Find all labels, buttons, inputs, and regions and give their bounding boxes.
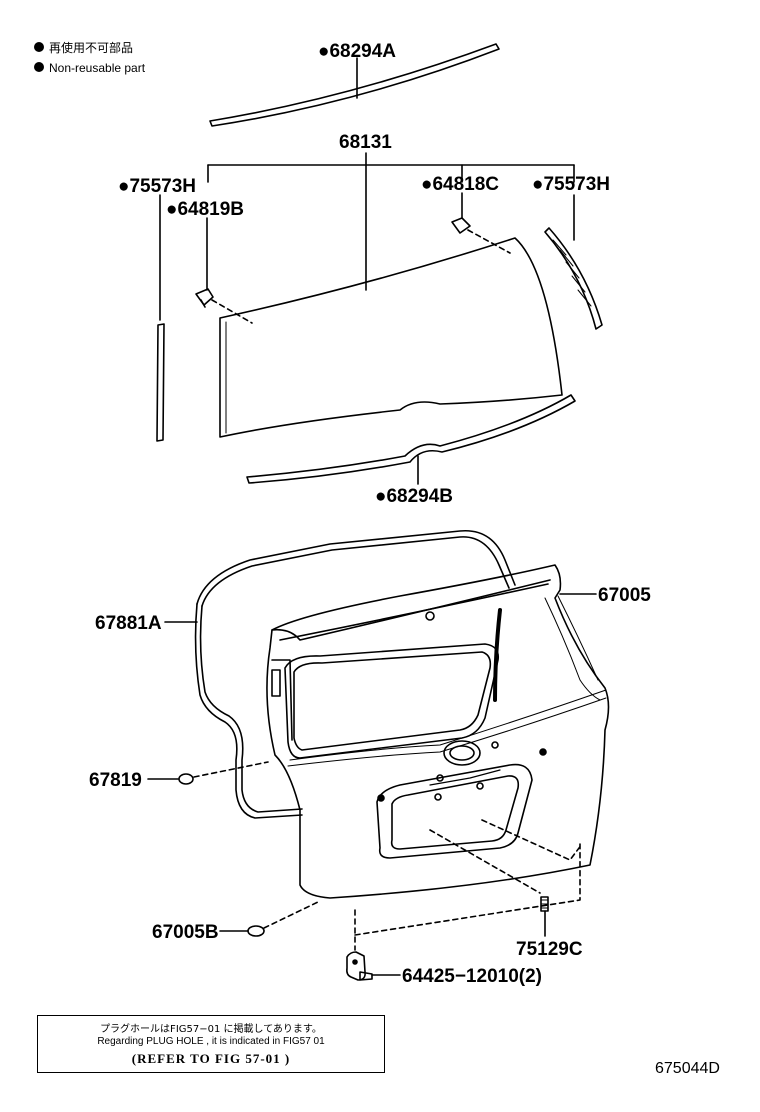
label-64425: 64425−12010(2) <box>402 966 542 987</box>
cushion-75129C <box>540 896 549 912</box>
molding-68294B <box>246 394 576 484</box>
weatherstrip-67881A <box>194 529 516 819</box>
plug-hole-note: プラグホールはFIG57−01 に掲載してあります。 Regarding PLU… <box>37 1015 385 1073</box>
dash-67819 <box>193 761 269 778</box>
dash-75129C <box>429 829 541 894</box>
label-67819: 67819 <box>89 770 142 791</box>
molding-68294A <box>209 43 500 127</box>
label-68131: 68131 <box>339 132 392 153</box>
legend-bullet-jp <box>34 42 44 52</box>
legend-text-jp: 再使用不可部品 <box>49 40 133 55</box>
dash-67005B <box>263 901 319 929</box>
hinge-64425 <box>346 951 373 981</box>
label-75129C: 75129C <box>516 939 583 960</box>
label-67005: 67005 <box>598 585 651 606</box>
label-67005B: 67005B <box>152 922 219 943</box>
weatherstrip-75573H-left <box>156 323 165 442</box>
dash-64819B <box>211 299 253 324</box>
label-64818C: ●64818C <box>421 174 499 195</box>
label-64819B: ●64819B <box>166 199 244 220</box>
legend-text-en: Non-reusable part <box>49 61 146 75</box>
figure-id: 675044D <box>655 1060 720 1077</box>
note-refer: (REFER TO FIG 57-01 ) <box>131 1051 291 1066</box>
cover-67005B <box>247 925 265 937</box>
note-english: Regarding PLUG HOLE , it is indicated in… <box>97 1036 325 1047</box>
legend-bullet-en <box>34 62 44 72</box>
note-japanese: プラグホールはFIG57−01 に掲載してあります。 <box>100 1024 322 1035</box>
label-75573H-right: ●75573H <box>532 174 610 195</box>
clip-64819B <box>195 288 214 308</box>
label-68294A: ●68294A <box>318 41 396 62</box>
label-67881A: 67881A <box>95 613 162 634</box>
back-door-67005 <box>266 564 610 899</box>
dash-64818C <box>467 229 511 254</box>
dash-hinge <box>354 843 581 951</box>
clip-64818C <box>451 217 471 234</box>
label-75573H-left: ●75573H <box>118 176 196 197</box>
back-glass-68131 <box>219 237 563 438</box>
weatherstrip-75573H-right <box>544 227 603 330</box>
dash-panel-right <box>481 819 583 861</box>
label-68294B: ●68294B <box>375 486 453 507</box>
bracket-68131 <box>207 152 575 291</box>
cushion-67819 <box>178 773 194 785</box>
